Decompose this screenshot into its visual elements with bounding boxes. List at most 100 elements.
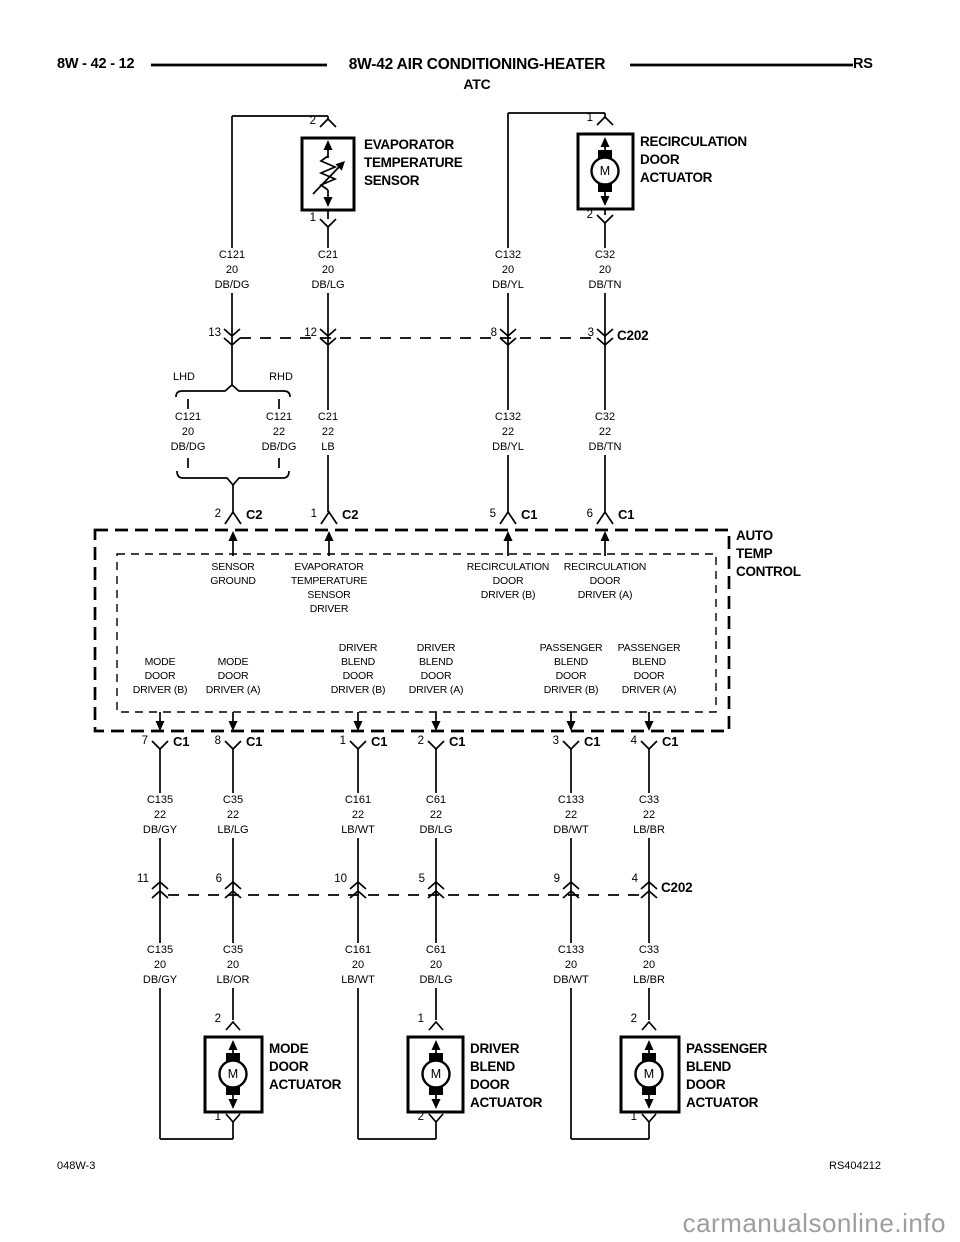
recirculation-actuator-box — [576, 115, 635, 225]
watermark: carmanualsonline.info — [682, 1208, 946, 1238]
pin-number: 2 — [214, 1013, 221, 1025]
pin-number: 13 — [208, 327, 221, 339]
connector-label: C2 — [246, 507, 263, 522]
atc-bottom-arrows — [155, 712, 654, 731]
atc-outer-boundary — [93, 528, 731, 733]
atc-top-pin-glyphs — [224, 510, 614, 556]
connector-label: C1 — [521, 507, 538, 522]
connector-label-c202: C202 — [661, 880, 693, 895]
pin-number: 2 — [417, 1111, 424, 1123]
connector-label: C1 — [173, 734, 190, 749]
pin-number: 4 — [630, 735, 637, 747]
pin-number: 5 — [489, 508, 496, 520]
page-title: 8W-42 AIR CONDITIONING-HEATER — [348, 56, 606, 73]
evaporator-sensor-box — [300, 117, 356, 229]
branch-label-lhd: LHD — [172, 371, 196, 383]
pin-number: 1 — [586, 112, 593, 124]
pin-number: 3 — [587, 327, 594, 339]
connector-label: C1 — [584, 734, 601, 749]
connector-label: C1 — [662, 734, 679, 749]
pin-number: 6 — [586, 508, 593, 520]
lhd-rhd-branch — [175, 383, 291, 512]
pin-number: 11 — [137, 873, 149, 885]
motor-letter: M — [599, 164, 611, 178]
connector-label: C1 — [618, 507, 635, 522]
motor-letter: M — [430, 1067, 442, 1081]
pin-number: 2 — [214, 508, 221, 520]
motor-terminal — [598, 184, 612, 192]
wires-top — [231, 112, 606, 512]
pin-number: 1 — [309, 212, 316, 224]
page-ref: 8W - 42 - 12 — [57, 56, 135, 72]
connector-label: C1 — [371, 734, 388, 749]
pin-number: 1 — [417, 1013, 424, 1025]
pin-number: 12 — [304, 327, 317, 339]
pin-number: 3 — [552, 735, 559, 747]
pin-number: 1 — [339, 735, 346, 747]
connector-c202-top — [223, 328, 614, 347]
footer-right-code: RS404212 — [829, 1160, 881, 1172]
pin-number: 10 — [334, 873, 347, 885]
page-code: RS — [853, 56, 873, 72]
motor-letter: M — [227, 1067, 239, 1081]
section-title: ATC — [463, 76, 491, 92]
pin-number: 5 — [418, 873, 425, 885]
pin-number: 4 — [631, 873, 638, 885]
pin-number: 2 — [630, 1013, 637, 1025]
pin-number: 8 — [214, 735, 221, 747]
connector-label: C1 — [246, 734, 263, 749]
passenger-blend-actuator-box — [619, 1020, 681, 1124]
motor-terminal — [598, 150, 612, 158]
branch-label-rhd: RHD — [269, 371, 293, 383]
mode-actuator-box — [203, 1020, 264, 1124]
connector-label: C1 — [449, 734, 466, 749]
pin-number: 2 — [417, 735, 424, 747]
connector-label-c202: C202 — [617, 328, 649, 343]
pin-number: 2 — [309, 115, 316, 127]
connector-c202-bottom — [151, 880, 658, 899]
pin-number: 9 — [553, 873, 560, 885]
footer-left-code: 048W-3 — [57, 1160, 96, 1172]
pin-number: 1 — [214, 1111, 221, 1123]
pin-number: 8 — [490, 327, 497, 339]
connector-label: C2 — [342, 507, 359, 522]
driver-blend-actuator-box — [406, 1020, 465, 1124]
pin-number: 1 — [630, 1111, 637, 1123]
pin-number: 2 — [586, 209, 593, 221]
pin-number: 1 — [310, 508, 317, 520]
atc-inner-boundary — [116, 553, 717, 713]
